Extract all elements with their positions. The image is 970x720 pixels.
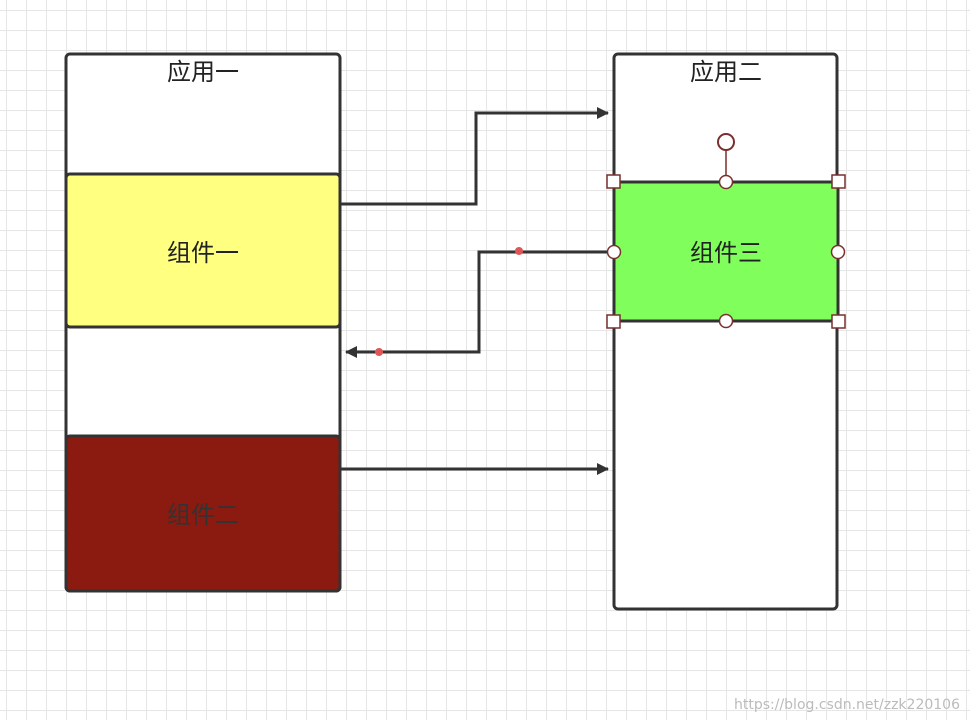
- rotate-handle[interactable]: [717, 133, 735, 151]
- component-three-label: 组件三: [690, 240, 762, 267]
- app-one-title: 应用一: [167, 59, 239, 86]
- resize-handle-top-left[interactable]: [606, 174, 621, 189]
- resize-handle-top-right[interactable]: [831, 174, 846, 189]
- resize-handle-bottom[interactable]: [718, 313, 734, 329]
- app-two-title: 应用二: [690, 59, 762, 86]
- resize-handle-bottom-left[interactable]: [606, 314, 621, 329]
- component-two[interactable]: 组件二: [64, 434, 342, 593]
- watermark: https://blog.csdn.net/zzk220106: [734, 697, 960, 713]
- selection-handles[interactable]: [606, 133, 846, 329]
- component-three[interactable]: 组件三: [612, 180, 840, 323]
- component-one[interactable]: 组件一: [64, 172, 342, 329]
- connector-component-one-to-app-two[interactable]: [340, 107, 609, 206]
- connector-waypoint-handle[interactable]: [515, 247, 523, 255]
- connector-endpoint-handle[interactable]: [375, 348, 383, 356]
- resize-handle-right[interactable]: [830, 244, 846, 260]
- connector-component-three-to-app-one[interactable]: [345, 250, 614, 358]
- resize-handle-bottom-right[interactable]: [831, 314, 846, 329]
- component-one-label: 组件一: [167, 240, 239, 267]
- resize-handle-top[interactable]: [718, 174, 734, 190]
- resize-handle-left[interactable]: [606, 244, 622, 260]
- component-two-label: 组件二: [167, 502, 239, 529]
